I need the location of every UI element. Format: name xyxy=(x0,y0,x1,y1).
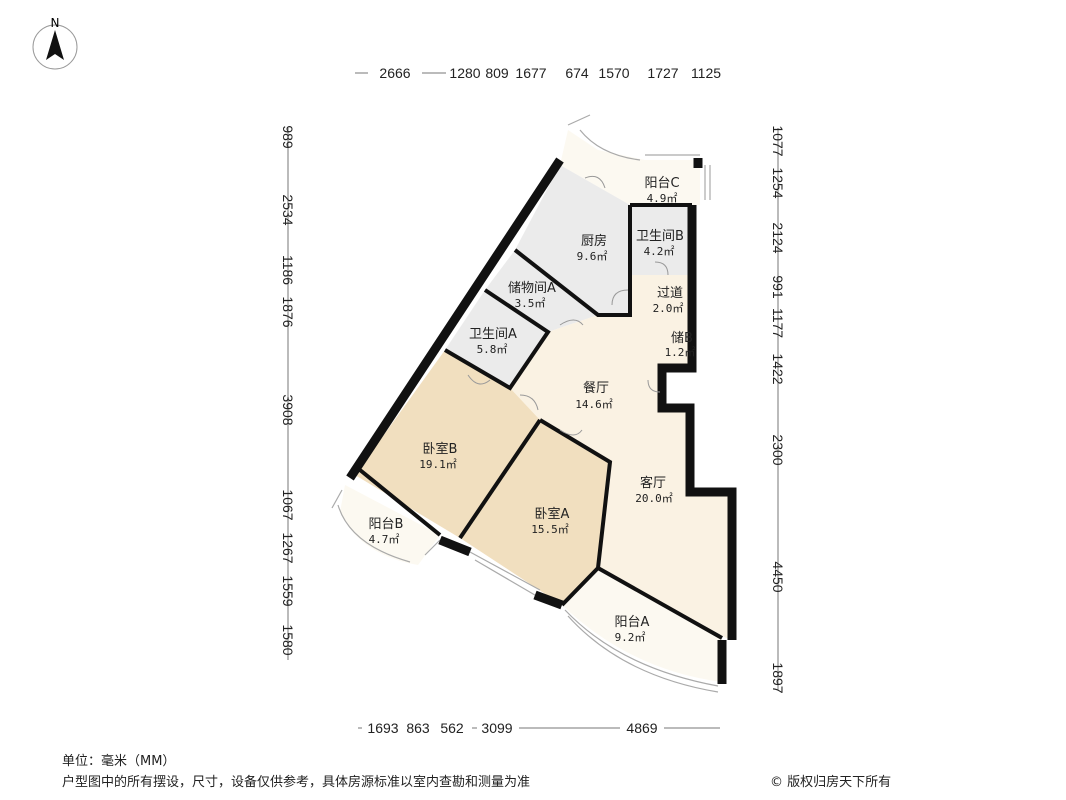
room-name: 卧室A xyxy=(535,506,570,522)
room-storage-a xyxy=(485,250,598,332)
dimension-label: 1125 xyxy=(691,65,721,81)
door-icon xyxy=(559,429,583,436)
dimension-label: 1067 xyxy=(280,489,296,520)
dimension-label: 1897 xyxy=(770,662,786,693)
dimension-label: 3099 xyxy=(481,720,512,736)
room-living-dining xyxy=(510,315,730,640)
dimension-label: 1186 xyxy=(280,255,296,285)
room-name: 餐厅 xyxy=(583,380,609,396)
walls xyxy=(346,157,737,684)
room-area: 19.1㎡ xyxy=(419,458,457,471)
dimension-label: 1876 xyxy=(280,296,296,327)
room-name: 厨房 xyxy=(581,233,607,249)
dimension-label: 4869 xyxy=(626,720,657,736)
room-area: 4.2㎡ xyxy=(644,245,675,258)
room-area: 5.8㎡ xyxy=(477,343,508,356)
room-area: 3.5㎡ xyxy=(515,297,546,310)
dimension-label: 3908 xyxy=(280,394,296,425)
room-name: 过道 xyxy=(657,286,683,301)
room-name: 阳台C xyxy=(644,176,679,191)
dimension-label: 1677 xyxy=(515,65,546,81)
dimension-label: 1570 xyxy=(598,65,629,81)
dimension-label: 1422 xyxy=(770,353,786,384)
dimension-label: 674 xyxy=(565,65,589,81)
dimension-label: 1267 xyxy=(280,532,296,563)
dimension-label: 1559 xyxy=(280,575,296,606)
dimension-label: 4450 xyxy=(770,561,786,592)
room-corridor xyxy=(630,275,688,318)
room-bedroom-b xyxy=(355,350,540,538)
room-area: 4.7㎡ xyxy=(369,533,400,546)
dimensions-top: 2666 1280 809 1677 674 1570 1727 1125 xyxy=(368,64,722,82)
door-icon xyxy=(584,175,606,189)
room-area: 9.2㎡ xyxy=(615,631,646,644)
dimensions-left: 989 2534 1186 1876 3908 1067 1267 1559 1… xyxy=(280,125,296,655)
disclaimer: 户型图中的所有摆设，尺寸，设备仅供参考，具体房源标准以室内查勘和测量为准 xyxy=(62,775,531,790)
dimension-label: 2124 xyxy=(770,222,786,253)
unit-note: 单位：毫米（MM） xyxy=(62,754,176,769)
compass-label: N xyxy=(51,16,60,30)
dimensions-right: 1077 1254 2124 991 1177 1422 2300 4450 1… xyxy=(770,125,786,693)
dimension-label: 1580 xyxy=(280,624,296,655)
dimension-label: 1727 xyxy=(647,65,678,81)
room-storage-b xyxy=(665,318,690,365)
copyright: © 版权归房天下所有 xyxy=(770,775,892,790)
door-icon xyxy=(519,394,539,411)
room-name: 阳台B xyxy=(369,517,404,532)
dimension-label: 1177 xyxy=(770,308,786,338)
room-area: 2.0㎡ xyxy=(653,302,684,315)
room-name: 阳台A xyxy=(615,615,650,630)
dimensions-bottom: 1693 863 562 3099 4869 xyxy=(362,719,664,737)
room-name: 卧室B xyxy=(423,441,458,457)
room-area: 20.0㎡ xyxy=(635,492,673,505)
north-compass-icon: N xyxy=(32,16,78,70)
room-name: 客厅 xyxy=(640,475,666,491)
dimension-label: 863 xyxy=(406,720,430,736)
room-balcony-b-shape xyxy=(340,485,440,565)
dimension-label: 2666 xyxy=(379,65,410,81)
door-icon xyxy=(647,379,661,393)
dimension-label: 1254 xyxy=(770,167,786,198)
room-bedroom-a xyxy=(460,420,610,605)
room-name: 储物间A xyxy=(508,281,556,296)
room-bathroom-b xyxy=(630,205,688,275)
door-icon xyxy=(654,261,669,276)
dimension-label: 989 xyxy=(280,125,296,149)
room-balcony-a xyxy=(562,568,722,682)
dimension-label: 2300 xyxy=(770,434,786,465)
room-kitchen xyxy=(515,165,630,315)
dimension-label: 1077 xyxy=(770,125,786,156)
room-balcony-c xyxy=(560,130,700,205)
dimension-label: 991 xyxy=(770,275,786,299)
room-area: 9.6㎡ xyxy=(577,250,608,263)
room-name: 卫生间B xyxy=(636,229,684,244)
room-area: 1.2㎡ xyxy=(665,346,696,359)
dimension-label: 1280 xyxy=(449,65,480,81)
dimension-label: 2534 xyxy=(280,194,296,225)
door-icon xyxy=(611,289,629,306)
doors xyxy=(467,175,669,436)
room-name: 储B xyxy=(671,331,693,346)
room-area: 14.6㎡ xyxy=(575,398,613,411)
room-area: 4.9㎡ xyxy=(647,192,678,205)
room-name: 卫生间A xyxy=(469,327,517,342)
rooms xyxy=(340,130,730,682)
dimension-label: 809 xyxy=(485,65,509,81)
door-icon xyxy=(559,319,584,326)
room-labels: 阳台C 4.9㎡ 厨房 9.6㎡ 卫生间B 4.2㎡ 储物间A 3.5㎡ 过道 … xyxy=(369,176,696,644)
dimension-label: 1693 xyxy=(367,720,398,736)
room-area: 15.5㎡ xyxy=(531,523,569,536)
door-icon xyxy=(467,374,491,385)
dimension-label: 562 xyxy=(440,720,464,736)
